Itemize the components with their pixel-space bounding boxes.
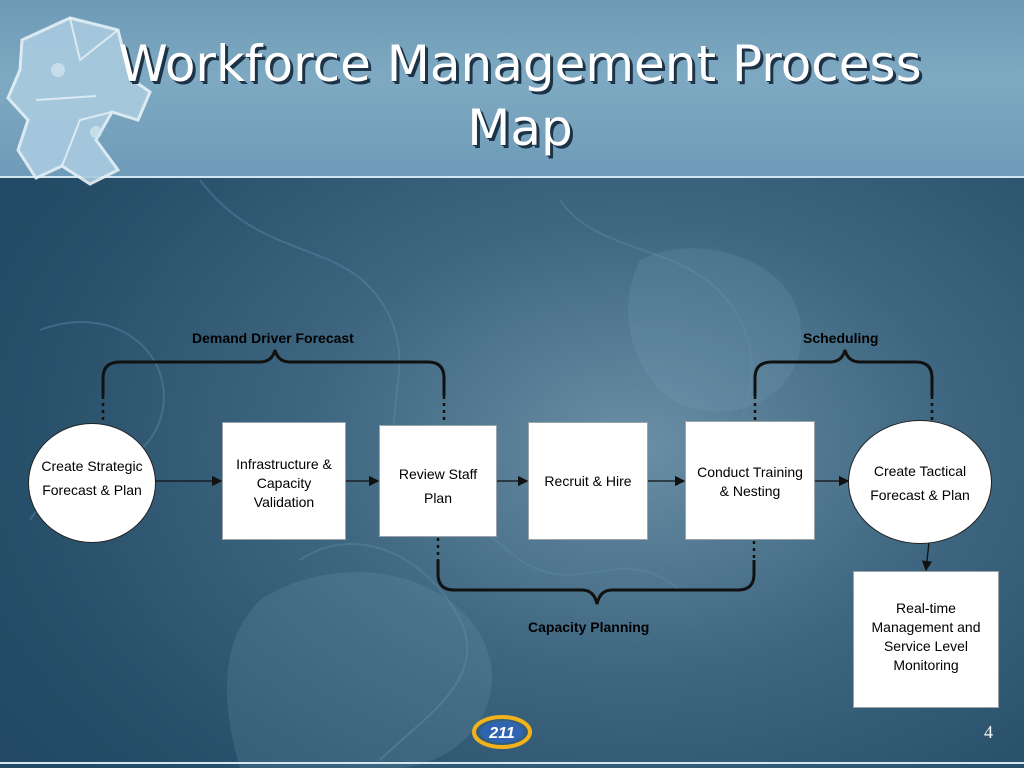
node-realtime-management[interactable]: Real-time Management and Service Level M… — [853, 571, 999, 708]
header-divider — [0, 176, 1024, 178]
211-logo: 211 — [472, 715, 532, 749]
node-conduct-training-nesting[interactable]: Conduct Training & Nesting — [685, 421, 815, 540]
node-create-tactical-forecast[interactable]: Create Tactical Forecast & Plan — [848, 420, 992, 544]
label-capacity-planning: Capacity Planning — [528, 619, 650, 635]
label-demand-driver-forecast: Demand Driver Forecast — [192, 330, 354, 346]
brace-scheduling — [753, 349, 934, 396]
node-review-staff-plan[interactable]: Review Staff Plan — [379, 425, 497, 537]
header-band — [0, 0, 1024, 176]
label-scheduling: Scheduling — [803, 330, 879, 346]
arrow-tactical-to-realtime — [921, 541, 933, 572]
node-recruit-hire[interactable]: Recruit & Hire — [528, 422, 648, 540]
svg-text:211: 211 — [488, 725, 515, 742]
footer-divider — [0, 762, 1024, 764]
brace-capacity — [436, 560, 756, 605]
page-number: 4 — [984, 722, 993, 742]
node-infrastructure-capacity-validation[interactable]: Infrastructure & Capacity Validation — [222, 422, 346, 540]
brace-demand — [101, 349, 446, 396]
puzzle-pieces-icon — [6, 16, 152, 186]
title-line-1: Workforce Management Process — [118, 35, 922, 93]
title-line-2: Map — [467, 99, 573, 157]
page-title: Workforce Management Process Map — [60, 32, 980, 160]
node-create-strategic-forecast[interactable]: Create Strategic Forecast & Plan — [28, 423, 156, 543]
